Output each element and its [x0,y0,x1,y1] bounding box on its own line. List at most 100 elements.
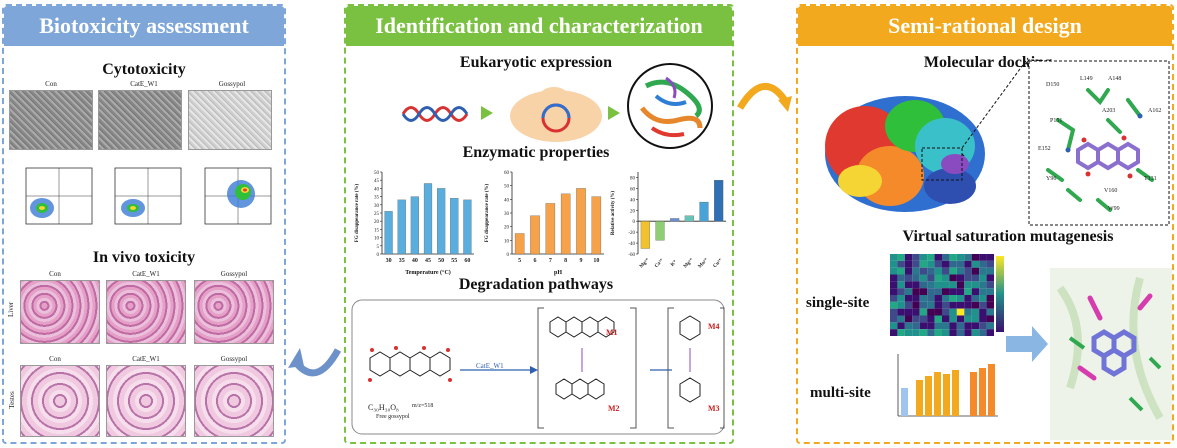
col-label-cate-3: CatE_W1 [132,355,160,363]
heatmap-cell [897,322,905,330]
heatmap-cell [949,295,957,302]
heatmap-cell [971,301,980,309]
heatmap-cell [979,308,987,316]
heatmap-cell [971,281,980,289]
heatmap-cell [927,308,935,316]
heatmap-cell [986,274,994,282]
heatmap-cell [964,295,972,302]
residue-w99: W99 [1108,206,1120,212]
invivo-title: In vivo toxicity [92,249,196,266]
y-tick-label: 0 [377,253,380,258]
testes-con [20,365,100,437]
heatmap-cell [964,281,972,289]
heatmap-cell [956,267,965,275]
heatmap-cell [986,315,994,323]
row-label-liver: Liver [7,301,15,317]
heatmap-cell [934,288,942,295]
heatmap-cell [927,267,935,275]
flow-cytometry-gossypol [204,167,272,225]
heatmap-cell [942,260,950,268]
heatmap-cell [897,295,905,302]
y-axis-label: Relative activity (%) [611,191,616,235]
heatmap-cell [897,274,905,282]
heatmap-cell [949,322,957,330]
micrograph-gossypol [188,90,272,150]
heatmap-cell [904,281,913,289]
heatmap-cell [927,260,935,268]
heatmap-cell [897,301,905,309]
heatmap-cell [956,308,965,316]
flow-cytometry-con [25,167,93,225]
heatmap-cell [986,254,994,261]
heatmap-cell [927,254,935,261]
heatmap-cell [949,274,957,282]
heatmap-cell [890,274,898,282]
heatmap-cell [942,322,950,330]
heatmap-cell [956,301,965,309]
heatmap-cell [964,322,972,330]
heatmap-cell [971,260,980,268]
chart-metal-ions: -60-40-20020406080Mg²⁺Ca²⁺K⁺Mg²⁺Mn²⁺Cu²⁺… [611,172,726,270]
protein-structure-icon [627,63,713,149]
heatmap-cell [897,329,905,336]
heatmap-cell [890,301,898,309]
x-tick-label: 40 [412,258,418,264]
heatmap-cell [934,281,942,289]
residue-t131: T131 [1144,176,1157,182]
heatmap-cell [986,260,994,268]
curved-arrow-right [736,82,792,112]
heatmap-cell [942,301,950,309]
heatmap-cell [942,315,950,323]
heatmap-cell [964,308,972,316]
testes-cate [106,365,186,437]
docking-lines-icon [962,57,1029,156]
heatmap-cell [897,260,905,268]
x-tick-label: K⁺ [670,259,679,268]
residue-e152: E152 [1038,146,1051,152]
heatmap-cell [912,322,920,330]
heatmap-cell [890,260,898,268]
y-tick-label: 80 [630,176,636,181]
heatmap-cell [919,260,928,268]
y-tick-label: 30 [504,212,510,217]
ligand-binding-site [1028,60,1170,226]
residue-a162: A162 [1148,108,1162,114]
heatmap-cell [979,260,987,268]
y-tick-label: 20 [630,209,636,214]
heatmap-cell [919,288,928,295]
heatmap-cell [927,301,935,309]
y-tick-label: -60 [628,253,635,258]
x-tick-label: 9 [580,258,583,264]
heatmap-cell [904,329,913,336]
heatmap-cell [949,267,957,275]
heatmap-cell [904,254,913,261]
heatmap-cell [912,281,920,289]
bar [560,193,571,255]
heatmap-cell [956,260,965,268]
heatmap-cell [912,267,920,275]
heatmap-cell [964,315,972,323]
heatmap-cell [956,274,965,282]
heatmap-cell [979,315,987,323]
liver-con [20,280,100,344]
col-label-cate: CatE_W1 [130,80,158,88]
heatmap-cell [971,254,980,261]
micrograph-cate [98,90,182,150]
y-tick-label: 20 [374,220,380,225]
arrow-right-blue-icon [1006,326,1048,362]
heatmap-cell [904,315,913,323]
row-label-testes: Testes [8,391,16,409]
heatmap-cell [949,329,957,336]
arrow-right-icon [481,106,493,120]
heatmap-cell [890,308,898,316]
panel-semi-rational: Semi-rational design Molecular docking [796,4,1174,444]
degradation-pathway-diagram [351,299,725,435]
y-axis-label: FG disappearance rate (%) [355,183,360,242]
residue-p151: P151 [1050,118,1063,124]
panel-header-identification: Identification and characterization [346,6,732,46]
heatmap-cell [949,301,957,309]
y-tick-label: 35 [374,196,380,201]
y-tick-label: 45 [374,179,380,184]
